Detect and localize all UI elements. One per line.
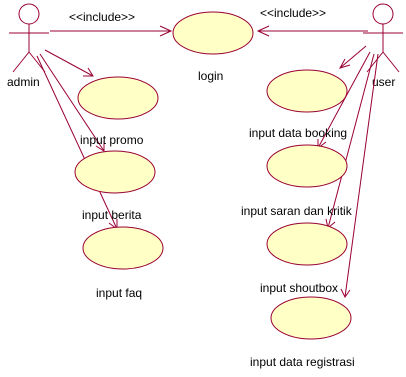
- user-booking-arrowhead: [338, 58, 351, 69]
- user-registrasi-line: [344, 53, 379, 298]
- user-booking-line: [339, 45, 367, 69]
- login-use-case: [172, 11, 254, 55]
- input-saran-dan-kritik-label: input saran dan kritik: [241, 204, 353, 218]
- input-shoutbox-label: input shoutbox: [260, 281, 338, 295]
- input-promo-use-case: [77, 76, 159, 120]
- admin-login-arrowhead: [159, 25, 173, 37]
- user-left-leg: [366, 51, 384, 73]
- input-data-registrasi-use-case: [270, 296, 352, 340]
- input-faq-label: input faq: [96, 286, 142, 300]
- input-data-booking-label: input data booking: [249, 126, 347, 140]
- input-berita-label: input berita: [82, 208, 142, 222]
- admin-include-label: <<include>>: [69, 10, 135, 24]
- admin-faq-line: [36, 55, 118, 230]
- input-shoutbox-use-case: [266, 222, 348, 266]
- admin-berita-arrowhead: [95, 141, 105, 152]
- user-shoutbox-line: [327, 53, 375, 229]
- user-head: [372, 3, 394, 25]
- admin-label: admin: [7, 75, 40, 89]
- user-saran-line: [317, 51, 371, 149]
- admin-berita-line: [39, 53, 105, 152]
- input-faq-use-case: [82, 226, 164, 270]
- admin-promo-arrowhead: [83, 67, 94, 77]
- input-data-registrasi-label: input data registrasi: [250, 355, 355, 369]
- login-label: login: [198, 69, 223, 83]
- user-include-label: <<include>>: [260, 6, 326, 20]
- input-berita-use-case: [74, 150, 156, 194]
- input-promo-label: input promo: [80, 133, 144, 147]
- user-right-leg: [382, 51, 400, 73]
- user-login-arrowhead: [256, 25, 270, 37]
- user-registrasi-arrowhead: [340, 288, 351, 298]
- user-actor: [363, 3, 403, 73]
- admin-actor: [9, 3, 49, 73]
- user-label: user: [372, 75, 395, 89]
- admin-head: [18, 3, 40, 25]
- input-saran-dan-kritik-use-case: [266, 144, 348, 188]
- admin-left-leg: [12, 51, 30, 73]
- input-data-booking-use-case: [266, 69, 348, 113]
- admin-promo-line: [44, 49, 94, 77]
